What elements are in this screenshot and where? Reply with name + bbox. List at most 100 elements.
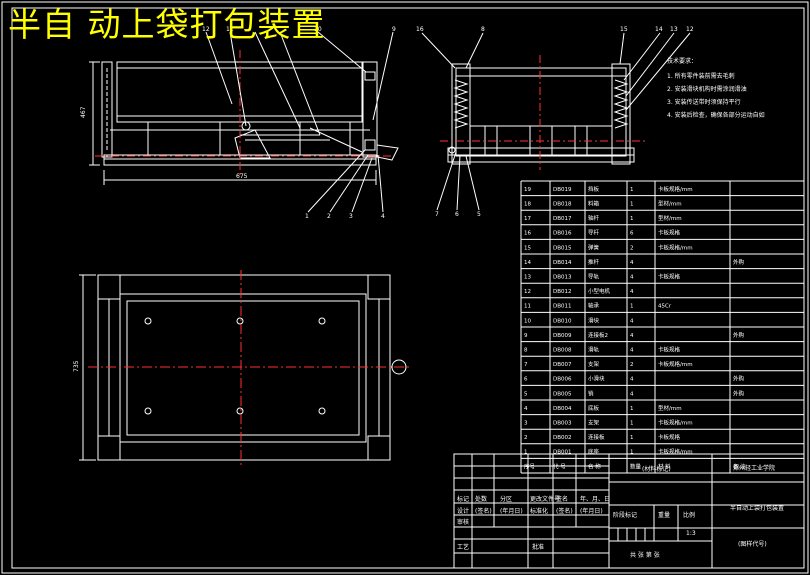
tb-design-date: (年月日) <box>500 507 523 515</box>
side-view <box>447 63 635 165</box>
bom-header-note: 备 注 <box>733 462 746 470</box>
bom-row-code: DB014 <box>553 260 572 266</box>
bom-row-qty: 4 <box>630 333 634 339</box>
tb-date: 年、月、日 <box>580 495 610 503</box>
bom-header-material: 材 料 <box>658 462 671 470</box>
bom-row-material: 卡板规格/mm <box>658 360 693 368</box>
title-sheet-info: 共 张 第 张 <box>630 551 660 559</box>
bom-row-no: 1 <box>524 450 528 456</box>
tb-process: 工艺 <box>457 543 469 551</box>
bom-row-name: 轴杆 <box>588 214 600 222</box>
bom-row-qty: 4 <box>630 348 634 354</box>
bom-row-code: DB001 <box>553 450 572 456</box>
callout-2: 2 <box>327 213 331 220</box>
bom-row-no: 12 <box>524 289 531 295</box>
bom-row-note: 外购 <box>733 258 745 266</box>
bom-row-code: DB019 <box>553 187 572 193</box>
bom-row-material: 卡板规格/mm <box>658 185 693 193</box>
callout-15: 15 <box>620 26 628 33</box>
bom-row-name: 连接板 <box>588 433 605 441</box>
bom-row-code: DB011 <box>553 304 572 310</box>
bom-row-name: 挡板 <box>588 185 600 193</box>
title-drawing-name: 半自动上袋打包装置 <box>730 504 784 512</box>
front-height-dim: 467 <box>80 106 87 118</box>
bom-row-qty: 6 <box>630 231 634 237</box>
bom-row-name: 弹簧 <box>588 243 600 251</box>
bom-row-name: 支架 <box>588 419 600 427</box>
callout-3: 3 <box>349 213 353 220</box>
bom-row-qty: 1 <box>630 435 634 441</box>
bom-row-name: 导轨 <box>588 273 600 281</box>
bom-row-material: 型材/mm <box>658 214 682 222</box>
bom-row-no: 13 <box>524 275 531 281</box>
bom-row-no: 3 <box>524 421 528 427</box>
title-block-grid <box>453 453 805 569</box>
bom-row-name: 轴承 <box>588 302 600 310</box>
front-width-dim: 675 <box>236 173 248 180</box>
callout-9-front: 9 <box>392 26 396 33</box>
bom-row-code: DB006 <box>553 377 572 383</box>
bom-row-material: 卡板规格 <box>658 273 681 281</box>
bom-row-name: 底板 <box>588 404 600 412</box>
bom-row-qty: 1 <box>630 202 634 208</box>
bom-row-code: DB002 <box>553 435 572 441</box>
bom-row-qty: 4 <box>630 391 634 397</box>
bom-row-code: DB008 <box>553 348 572 354</box>
title-scale: 比例 <box>683 511 695 519</box>
bom-row-code: DB004 <box>553 406 572 412</box>
callout-12-front: 12 <box>202 26 210 33</box>
bom-row-material: 型材/mm <box>658 200 682 208</box>
bom-row-no: 16 <box>524 231 531 237</box>
bom-row-code: DB012 <box>553 289 572 295</box>
callout-16: 16 <box>416 26 424 33</box>
bom-row-name: 导杆 <box>588 229 600 237</box>
bom-row-no: 15 <box>524 245 531 251</box>
bom-row-name: 销 <box>588 389 594 397</box>
tb-count: 处数 <box>475 495 487 503</box>
tb-sign: 签名 <box>556 495 568 503</box>
bom-row-material: 45Cr <box>658 304 672 310</box>
notes-line-4: 4. 安装后检查，确保各部分运动自如 <box>667 111 765 119</box>
bom-row-name: 推杆 <box>588 258 600 266</box>
bom-row-code: DB018 <box>553 202 572 208</box>
bom-row-material: 卡板规格 <box>658 229 681 237</box>
bom-table <box>520 180 805 474</box>
bom-row-name: 连接板2 <box>588 331 608 339</box>
tb-design-sign: (签名) <box>475 507 492 515</box>
callout-1: 1 <box>305 213 309 220</box>
callout-7: 7 <box>435 211 439 218</box>
title-weight: 重量 <box>658 511 670 519</box>
bom-row-material: 卡板规格/mm <box>658 243 693 251</box>
bom-row-name: 底座 <box>588 448 600 456</box>
bom-row-name: 滑轨 <box>588 346 600 354</box>
callout-14: 14 <box>655 26 663 33</box>
bom-row-note: 外购 <box>733 389 745 397</box>
bom-row-material: 卡板规格/mm <box>658 448 693 456</box>
tb-mark: 标记 <box>457 495 469 503</box>
bom-row-material: 卡板规格 <box>658 433 681 441</box>
tb-standard-date: (年月日) <box>580 507 603 515</box>
front-view <box>89 61 399 185</box>
tb-approve: 批准 <box>532 543 544 551</box>
bom-row-code: DB015 <box>553 245 572 251</box>
bom-row-code: DB003 <box>553 421 572 427</box>
callout-6: 6 <box>455 211 459 218</box>
bom-row-qty: 4 <box>630 275 634 281</box>
tb-zone: 分区 <box>500 495 512 503</box>
bom-row-name: 小滑块 <box>588 375 605 383</box>
callout-4: 4 <box>381 213 385 220</box>
bom-row-code: DB017 <box>553 216 572 222</box>
bom-row-no: 18 <box>524 202 531 208</box>
bom-row-name: 滑块 <box>588 316 600 324</box>
bom-row-no: 2 <box>524 435 528 441</box>
bom-header-qty: 数量 <box>630 462 642 470</box>
bom-row-qty: 4 <box>630 377 634 383</box>
bom-row-material: 型材/mm <box>658 404 682 412</box>
bom-row-qty: 4 <box>630 289 634 295</box>
bom-row-name: 料箱 <box>588 200 600 208</box>
bom-row-qty: 2 <box>630 245 634 251</box>
tb-check: 审核 <box>457 518 469 526</box>
notes-title: 技术要求： <box>667 57 697 65</box>
tb-standard: 标准化 <box>530 507 548 515</box>
